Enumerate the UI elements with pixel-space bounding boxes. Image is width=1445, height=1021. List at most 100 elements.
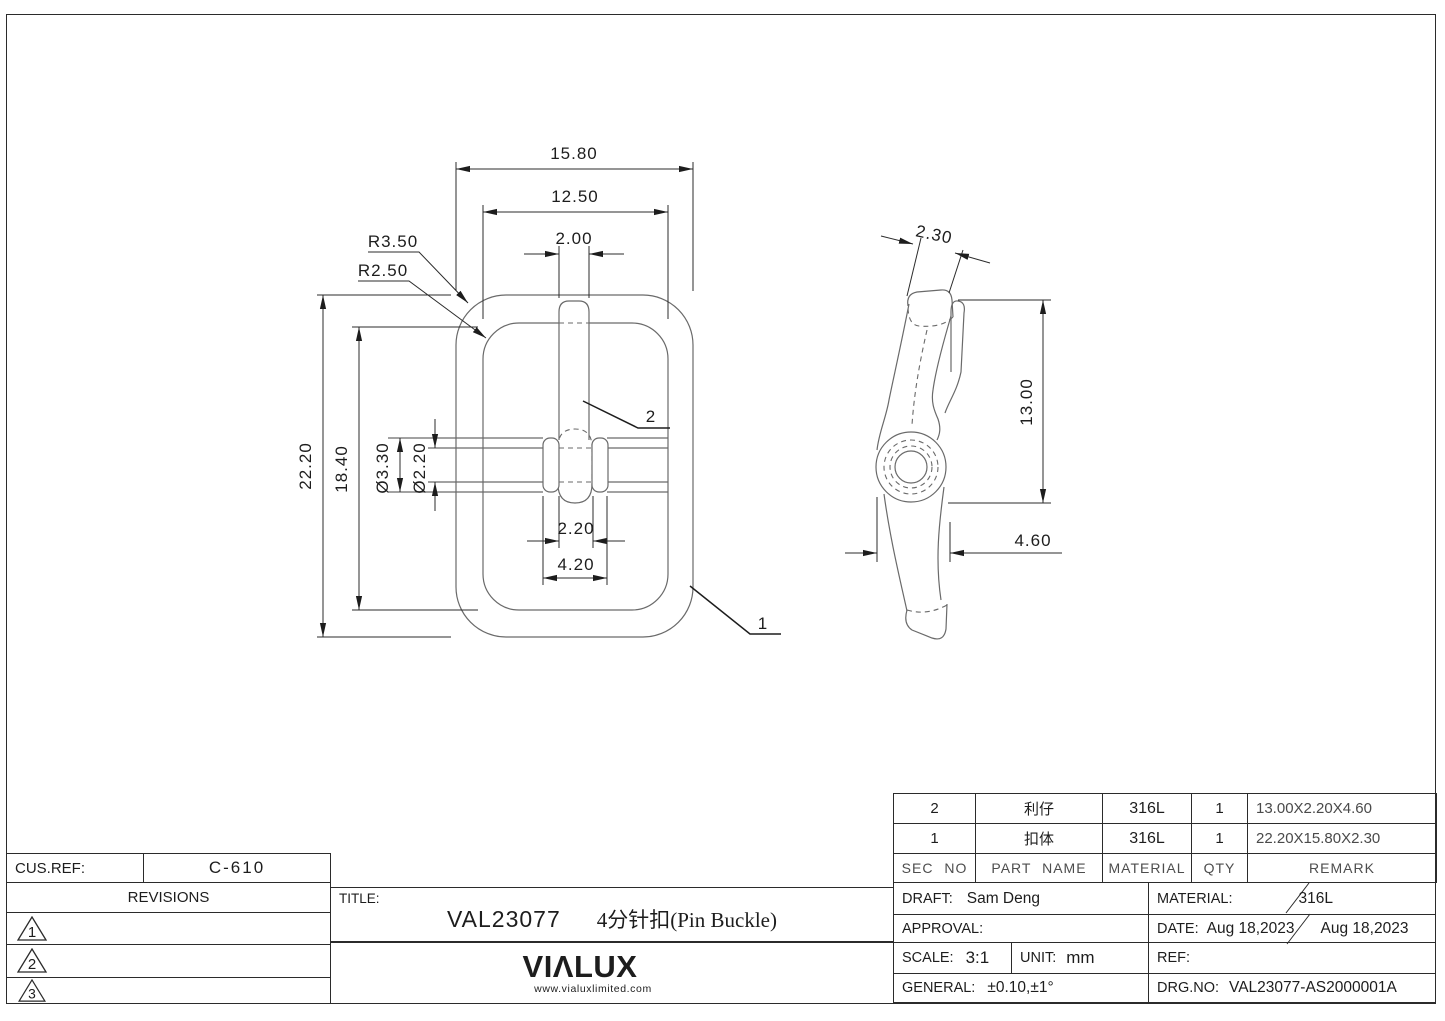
dim-depth: 4.60: [1014, 531, 1051, 550]
part-name: 利仔: [1023, 802, 1054, 818]
parts-row2-qty: 1: [1191, 823, 1248, 854]
parts-row1-sec-no: 2: [893, 793, 976, 824]
ref-label: REF:: [1157, 950, 1191, 966]
cus-ref-label-cell: CUS.REF:: [6, 853, 144, 883]
approval-cell: APPROVAL:: [893, 914, 1149, 943]
front-view: 15.80 12.50 2.00 R3.50 R2.50: [296, 144, 781, 638]
parts-header-material: MATERIAL: [1102, 853, 1192, 883]
part-sec-no: 1: [930, 830, 939, 847]
material-value: 316L: [1298, 889, 1333, 907]
logo-cell: VIΛLUX www.vialuxlimited.com: [330, 942, 894, 1004]
dim-radius-outer: R3.50: [368, 232, 418, 251]
material-cell: MATERIAL: 316L: [1148, 882, 1436, 915]
dim-width-inner: 12.50: [551, 187, 599, 206]
dim-radius-inner: R2.50: [358, 261, 408, 280]
parts-row2-sec-no: 1: [893, 823, 976, 854]
header-sec-no: SEC NO: [901, 860, 968, 876]
part-sec-no: 2: [930, 800, 939, 817]
dim-dia-bar: Ø3.30: [373, 442, 392, 493]
dim-pin-length: 13.00: [1017, 378, 1036, 426]
title-name: 4分针扣(Pin Buckle): [596, 908, 777, 932]
title-cell: TITLE: VAL23077 4分针扣(Pin Buckle): [330, 887, 894, 943]
unit-label: UNIT:: [1020, 950, 1057, 966]
revision-row-2: 2: [6, 944, 331, 978]
parts-header-qty: QTY: [1191, 853, 1248, 883]
parts-row1-remark: 13.00X2.20X4.60: [1247, 793, 1437, 824]
part-material: 316L: [1129, 799, 1165, 817]
revision-marker-3: 3: [28, 985, 36, 1001]
drg-no-cell: DRG.NO: VAL23077-AS2000001A: [1148, 973, 1436, 1003]
part-material: 316L: [1129, 829, 1165, 847]
parts-row2-material: 316L: [1102, 823, 1192, 854]
part-qty: 1: [1215, 800, 1224, 817]
cus-ref-value-cell: C-610: [143, 853, 331, 883]
crossbar: [388, 437, 668, 493]
revision-triangle-icon: 3: [18, 978, 46, 1002]
part-qty: 1: [1215, 830, 1224, 847]
revision-triangle-icon: 1: [16, 915, 48, 941]
title-label: TITLE:: [339, 891, 380, 906]
revision-row-1: 1: [6, 912, 331, 945]
ref-cell: REF:: [1148, 942, 1436, 974]
title-text: VAL23077 4分针扣(Pin Buckle): [331, 904, 893, 934]
header-material: MATERIAL: [1108, 860, 1186, 876]
drg-no-label: DRG.NO:: [1157, 980, 1220, 996]
parts-header-remark: REMARK: [1247, 853, 1437, 883]
dim-width-outer: 15.80: [550, 144, 598, 163]
header-part-name: PART NAME: [991, 860, 1087, 876]
pin: [542, 300, 609, 504]
part-name: 扣体: [1023, 832, 1054, 848]
draft-value: Sam Deng: [966, 889, 1040, 907]
approval-label: APPROVAL:: [902, 920, 984, 937]
date-cell: DATE: Aug 18,2023 Aug 18,2023: [1148, 914, 1436, 943]
scale-cell: SCALE: 3:1: [893, 942, 1012, 974]
parts-header-part-name: PART NAME: [975, 853, 1103, 883]
general-tolerance-cell: GENERAL: ±0.10,±1°: [893, 973, 1149, 1003]
general-label: GENERAL:: [902, 980, 976, 996]
revisions-label: REVISIONS: [127, 889, 210, 906]
dim-dia-bar-mid: Ø2.20: [410, 442, 429, 493]
pin-profile: [875, 289, 965, 640]
draft-cell: DRAFT: Sam Deng: [893, 882, 1149, 915]
cus-ref-label: CUS.REF:: [15, 859, 86, 877]
unit-value: mm: [1066, 948, 1095, 967]
parts-row1-material: 316L: [1102, 793, 1192, 824]
dim-pin-width: 2.00: [555, 229, 592, 248]
title-block-slashes: [1285, 882, 1311, 945]
header-qty: QTY: [1203, 860, 1236, 876]
parts-row1-name: 利仔: [975, 793, 1103, 824]
date-value: Aug 18,2023: [1206, 919, 1295, 937]
revision-marker-1: 1: [28, 924, 36, 941]
buckle-outer-body: [455, 294, 694, 638]
callout-pin: 2: [646, 407, 656, 426]
parts-header-sec-no: SEC NO: [893, 853, 976, 883]
date-value-2: Aug 18,2023: [1320, 919, 1409, 937]
unit-cell: UNIT: mm: [1011, 942, 1149, 974]
parts-row2-name: 扣体: [975, 823, 1103, 854]
revision-row-3: 3: [6, 977, 331, 1004]
scale-label: SCALE:: [902, 950, 954, 966]
revisions-header-cell: REVISIONS: [6, 882, 331, 913]
dim-height-outer: 22.20: [296, 442, 315, 490]
front-dimensions: 15.80 12.50 2.00 R3.50 R2.50: [296, 144, 781, 638]
cus-ref-value: C-610: [208, 858, 266, 877]
scale-value: 3:1: [965, 948, 990, 967]
revision-triangle-icon: 2: [16, 948, 48, 973]
dim-height-inner: 18.40: [332, 445, 351, 493]
parts-row1-qty: 1: [1191, 793, 1248, 824]
date-label: DATE:: [1157, 920, 1199, 937]
dim-wrap-inner: 2.20: [557, 519, 594, 538]
part-remark: 22.20X15.80X2.30: [1256, 830, 1381, 847]
title-code: VAL23077: [447, 906, 561, 932]
material-label: MATERIAL:: [1157, 890, 1233, 907]
vialux-logo: VIΛLUX: [522, 949, 638, 984]
logo-url: www.vialuxlimited.com: [534, 983, 652, 995]
draft-label: DRAFT:: [902, 890, 953, 907]
parts-row2-remark: 22.20X15.80X2.30: [1247, 823, 1437, 854]
dim-wrap-outer: 4.20: [557, 555, 594, 574]
revision-marker-2: 2: [28, 956, 36, 973]
callout-body: 1: [758, 614, 768, 633]
part-remark: 13.00X2.20X4.60: [1256, 800, 1372, 817]
